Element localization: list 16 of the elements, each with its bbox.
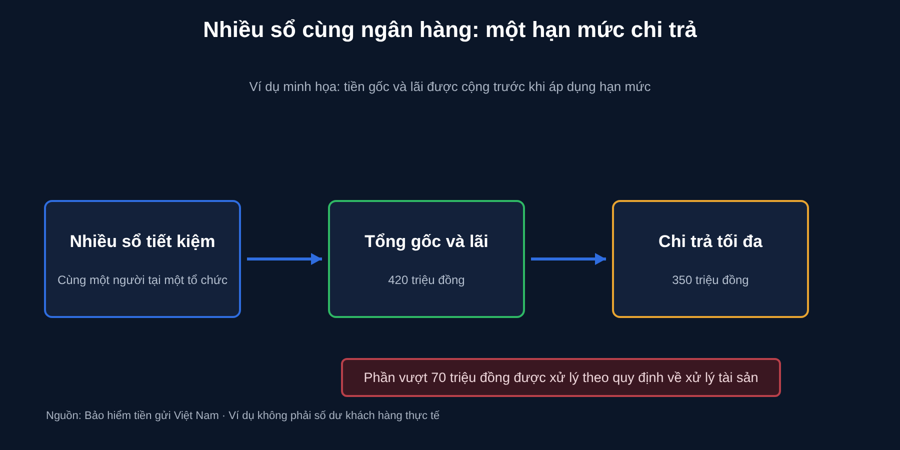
- subtitle: Ví dụ minh họa: tiền gốc và lãi được cộng trước khi áp dụng hạn mức: [249, 78, 651, 96]
- note-box: [341, 358, 781, 397]
- box-detail: 420 triệu đồng: [388, 272, 465, 288]
- box-heading: Nhiều sổ tiết kiệm: [70, 230, 216, 252]
- source-note: Nguồn: Bảo hiểm tiền gửi Việt Nam · Ví dụ không phải số dư khách hàng thực tế: [46, 409, 440, 424]
- note-text: Phần vượt 70 triệu đồng được xử lý theo quy định về xử lý tài sản: [364, 368, 758, 386]
- box-heading: Chi trả tối đa: [658, 230, 762, 252]
- box-detail: Cùng một người tại một tổ chức: [57, 272, 228, 288]
- box-heading: Tổng gốc và lãi: [364, 230, 488, 252]
- process-box: [328, 200, 525, 318]
- arrow: [531, 253, 606, 265]
- box-detail: 350 triệu đồng: [672, 272, 749, 288]
- title: Nhiều sổ cùng ngân hàng: một hạn mức chi trả: [203, 16, 697, 44]
- result-box: [612, 200, 809, 318]
- arrow: [247, 253, 322, 265]
- process-box: [44, 200, 241, 318]
